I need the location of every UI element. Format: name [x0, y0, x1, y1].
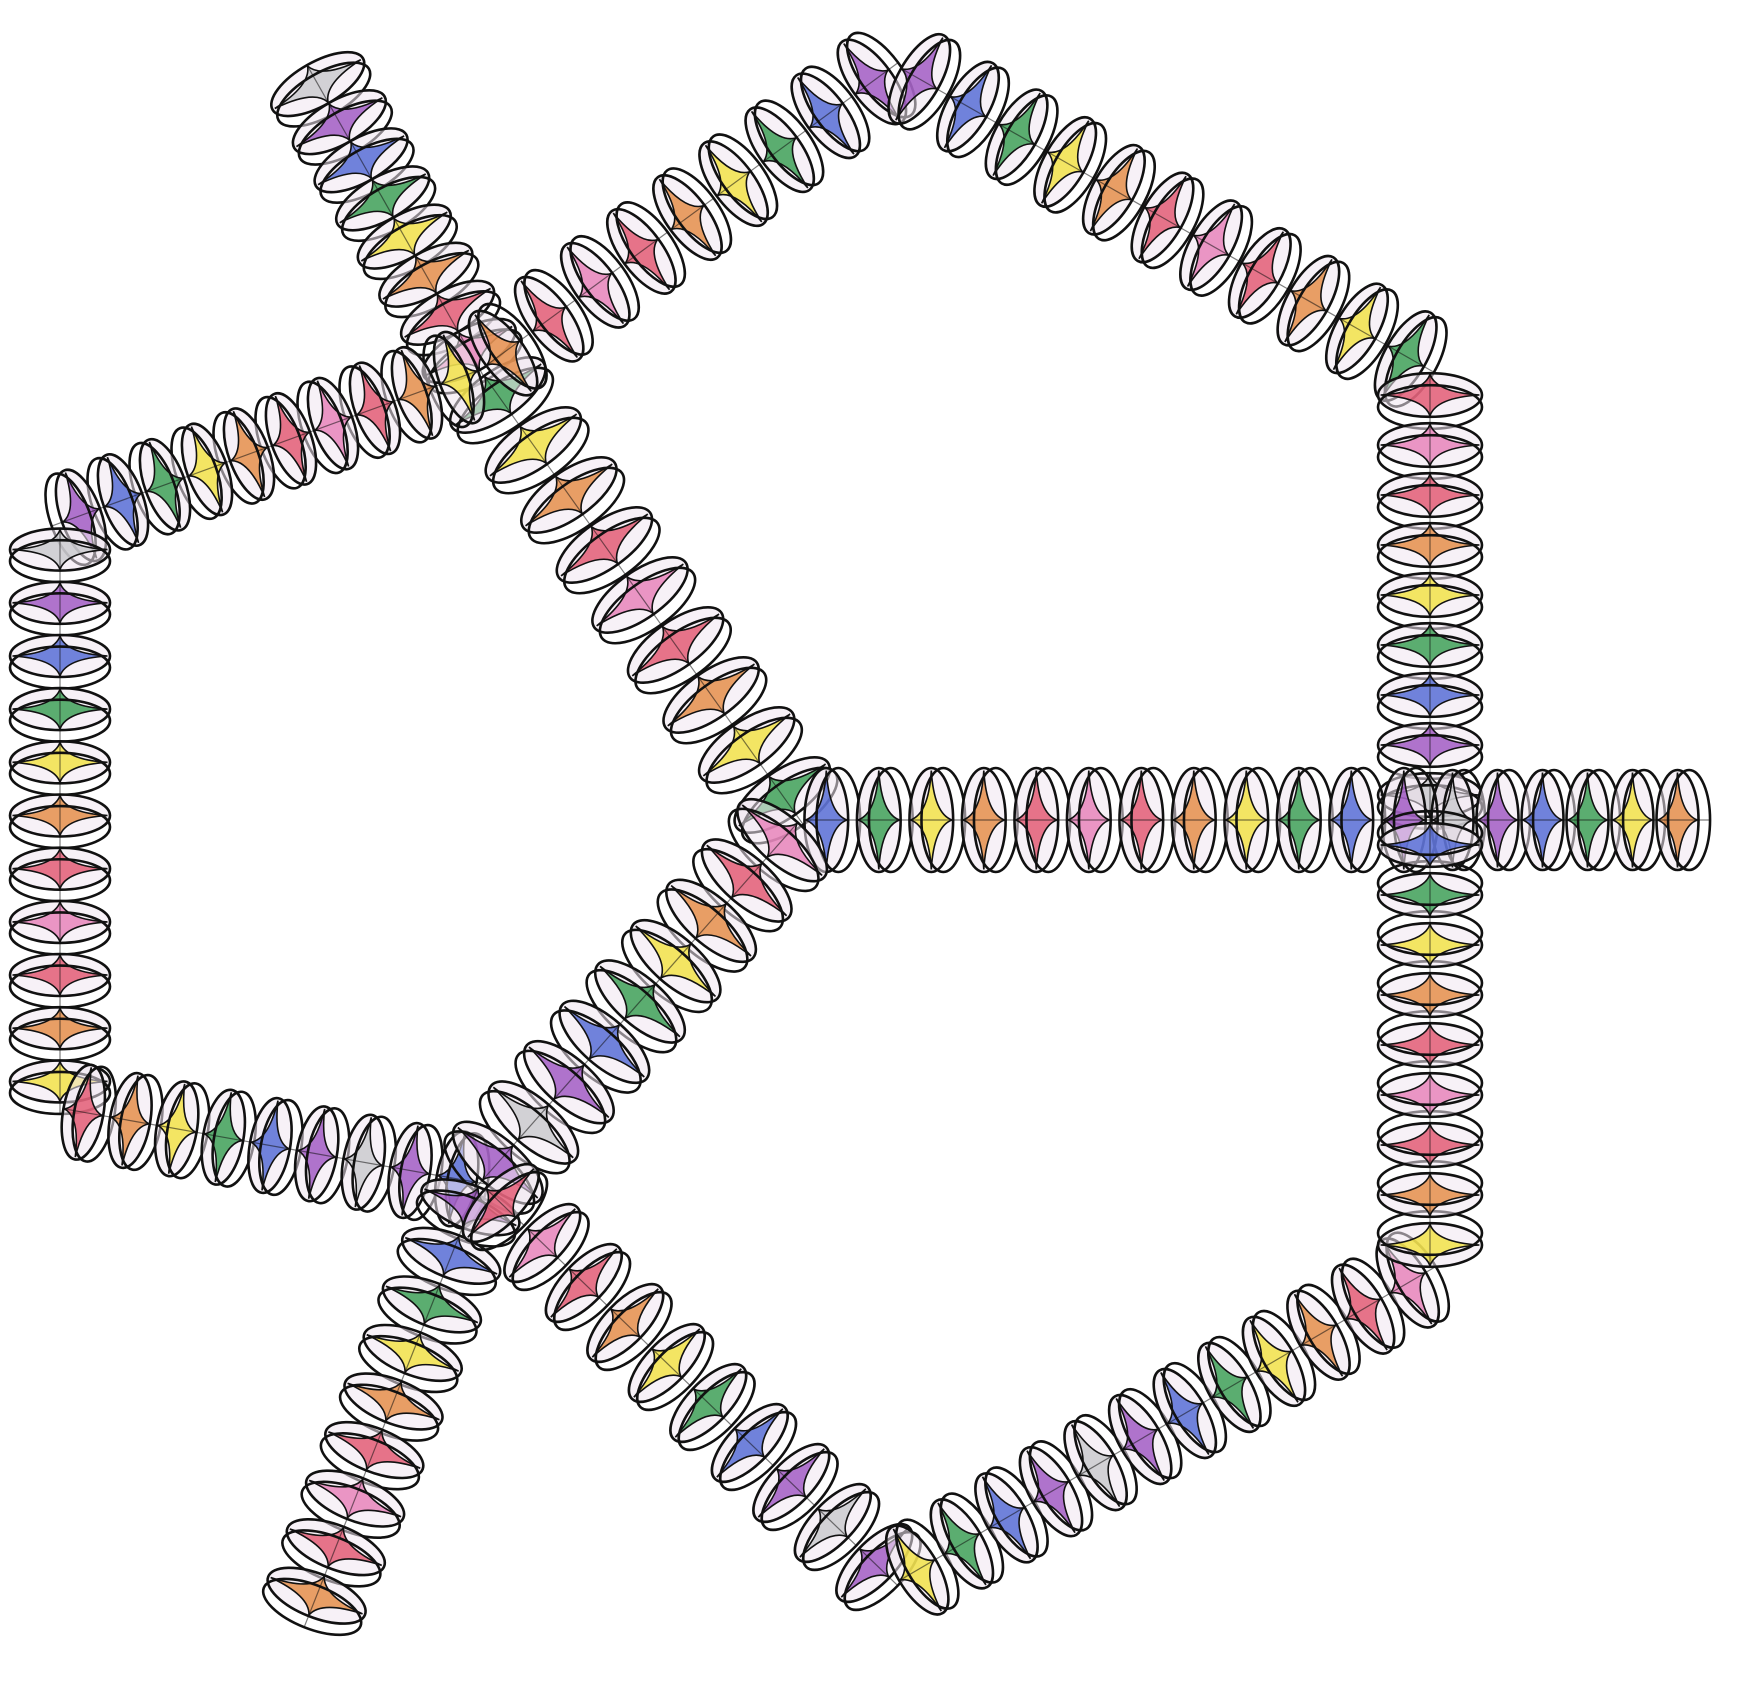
- chain-M-I: [804, 768, 1437, 872]
- bead-IJ-5: [1657, 770, 1711, 870]
- bead-CD-7: [10, 901, 110, 955]
- bead-KI-1: [1378, 1161, 1482, 1217]
- bead-CD-5: [10, 795, 110, 849]
- bead-KI-5: [1378, 961, 1482, 1017]
- bead-MI-6: [1119, 768, 1175, 872]
- bead-MI-1: [857, 768, 913, 872]
- bead-KI-2: [1378, 1111, 1482, 1167]
- bead-MI-5: [1067, 768, 1123, 872]
- chain-B-M: [439, 343, 849, 857]
- bead-CD-2: [10, 635, 110, 689]
- bead-CD-1: [10, 582, 110, 636]
- chain-C-D: [10, 529, 110, 1114]
- bead-MI-10: [1329, 768, 1385, 872]
- chain-B-C: [35, 326, 494, 572]
- bead-MI-8: [1224, 768, 1280, 872]
- chain-H-I: [1378, 373, 1482, 829]
- bead-HI-5: [1378, 623, 1482, 679]
- chain-K-I: [1378, 811, 1482, 1267]
- bead-CD-4: [10, 741, 110, 795]
- bead-KI-3: [1378, 1061, 1482, 1117]
- bead-KI-4: [1378, 1011, 1482, 1067]
- bead-MI-4: [1014, 768, 1070, 872]
- bead-HI-4: [1378, 573, 1482, 629]
- bead-HI-6: [1378, 673, 1482, 729]
- bead-MI-9: [1277, 768, 1333, 872]
- bead-MI-7: [1172, 768, 1228, 872]
- bead-CD-3: [10, 688, 110, 742]
- bead-KI-6: [1378, 911, 1482, 967]
- chain-M-E: [432, 786, 840, 1228]
- bead-segments: [10, 22, 1710, 1646]
- bead-CD-0: [10, 529, 110, 583]
- bead-HI-3: [1378, 523, 1482, 579]
- bead-HI-0: [1378, 373, 1482, 429]
- bead-MI-3: [962, 768, 1018, 872]
- chain-B-G: [457, 22, 928, 405]
- bead-CD-8: [10, 954, 110, 1008]
- bead-CD-9: [10, 1007, 110, 1061]
- chain-G-H: [876, 25, 1458, 416]
- bead-HI-2: [1378, 473, 1482, 529]
- chain-E-L: [451, 1152, 932, 1621]
- bead-MI-2: [909, 768, 965, 872]
- bead-CD-6: [10, 848, 110, 902]
- bead-HI-1: [1378, 423, 1482, 479]
- bead-KI-0: [1378, 1211, 1482, 1267]
- chain-L-K: [874, 1223, 1461, 1623]
